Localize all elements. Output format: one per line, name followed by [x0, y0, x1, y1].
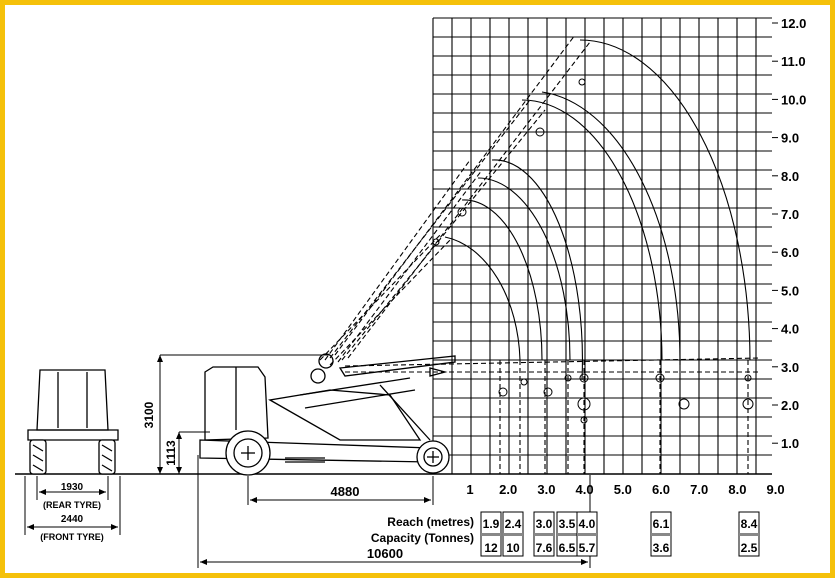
capacity-value: 6.5: [559, 541, 576, 555]
rear-tyre-label: (REAR TYRE): [43, 500, 101, 510]
reach-value: 1.9: [483, 517, 500, 531]
capacity-value: 7.6: [536, 541, 553, 555]
y-tick-label: 10.0: [781, 92, 806, 107]
reach-value: 6.1: [653, 517, 670, 531]
x-tick-label: 4.0: [576, 482, 594, 497]
capacity-divider: [534, 533, 554, 536]
capacity-value: 5.7: [579, 541, 596, 555]
reach-value: 3.0: [536, 517, 553, 531]
capacity-divider: [503, 533, 523, 536]
rear-view-crane: [27, 369, 119, 475]
y-tick-label: 6.0: [781, 245, 799, 260]
reach-value: 8.4: [741, 517, 758, 531]
capacity-value: 12: [484, 541, 498, 555]
capacity-divider: [739, 533, 759, 536]
crane-range-diagram: 12.011.010.09.08.07.06.05.04.03.02.01.0 …: [15, 16, 806, 568]
capacity-label: Capacity (Tonnes): [371, 531, 474, 545]
y-tick-label: 4.0: [781, 322, 799, 337]
x-axis-ticks: 1 2.0 3.0 4.0 5.0 6.0 7.0 8.0 9.0: [466, 482, 784, 497]
dim-3100: 3100: [142, 401, 156, 428]
y-tick-label: 12.0: [781, 16, 806, 31]
y-tick-label: 3.0: [781, 360, 799, 375]
y-tick-label: 9.0: [781, 131, 799, 146]
capacity-divider: [481, 533, 501, 536]
y-tick-label: 11.0: [781, 54, 806, 69]
y-tick-label: 2.0: [781, 398, 799, 413]
x-tick-label: 5.0: [614, 482, 632, 497]
boom-range-arcs: [444, 39, 751, 381]
x-tick-label: 9.0: [767, 482, 785, 497]
reach-label: Reach (metres): [387, 515, 474, 529]
y-tick-label: 1.0: [781, 436, 799, 451]
capacity-value: 10: [506, 541, 520, 555]
load-chart-grid: [432, 17, 772, 475]
dim-1113: 1113: [164, 440, 178, 466]
front-tyre-label: (FRONT TYRE): [40, 532, 104, 542]
x-tick-label: 3.0: [537, 482, 555, 497]
y-tick-label: 7.0: [781, 207, 799, 222]
dim-10600: 10600: [367, 546, 403, 561]
dim-4880: 4880: [331, 484, 360, 499]
dim-2440: 2440: [61, 514, 84, 525]
crane-machine: [199, 353, 456, 476]
x-tick-label: 6.0: [652, 482, 670, 497]
y-tick-label: 8.0: [781, 169, 799, 184]
capacity-divider: [577, 533, 597, 536]
capacity-value: 3.6: [653, 541, 670, 555]
capacity-divider: [557, 533, 577, 536]
dim-1930: 1930: [61, 482, 84, 493]
x-tick-label: 8.0: [728, 482, 746, 497]
y-axis-ticks: 12.0 11.0 10.0 9.0 8.0 7.0 6.0 5.0 4.0 3.0 2.0 1.0: [772, 16, 806, 451]
y-tick-label: 5.0: [781, 283, 799, 298]
reach-value: 2.4: [505, 517, 522, 531]
reach-value: 4.0: [579, 517, 596, 531]
reach-value: 3.5: [559, 517, 576, 531]
capacity-value: 2.5: [741, 541, 758, 555]
x-tick-label: 1: [466, 482, 473, 497]
x-tick-label: 7.0: [690, 482, 708, 497]
capacity-divider: [651, 533, 671, 536]
x-tick-label: 2.0: [499, 482, 517, 497]
reach-capacity-table: 1.9 12 2.4 10 3.0 7.6 3.5 6.54.0 5.7 6.1 3.6 8.4 2.5: [480, 511, 760, 557]
boom-positions-dashed: [319, 34, 761, 474]
hook-symbols: [432, 78, 754, 424]
dimension-lines: [24, 354, 591, 568]
